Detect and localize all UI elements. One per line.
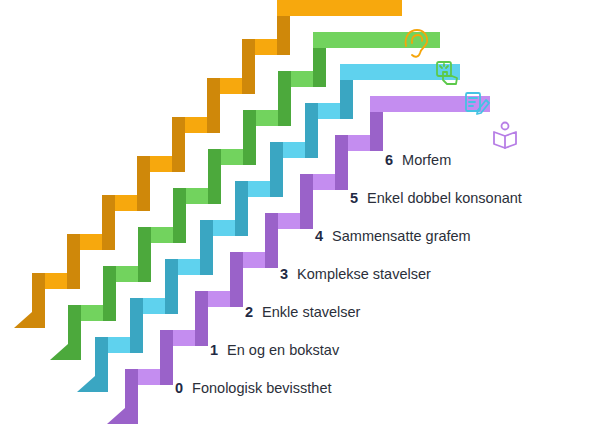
stair-riser bbox=[265, 213, 278, 268]
stair-riser bbox=[160, 330, 173, 385]
stair-riser bbox=[235, 181, 248, 236]
stair-landing bbox=[340, 64, 460, 80]
stair-landing bbox=[277, 0, 402, 16]
stair-riser bbox=[32, 273, 45, 328]
stair-riser bbox=[270, 142, 283, 197]
step-label: Enkle stavelser bbox=[262, 303, 360, 321]
step-label: En og en bokstav bbox=[227, 341, 339, 359]
stair-riser bbox=[125, 369, 138, 424]
stair-riser bbox=[137, 156, 150, 211]
reading-icon bbox=[494, 123, 516, 149]
stair-riser bbox=[68, 305, 81, 360]
stair-riser bbox=[278, 71, 291, 126]
stair-riser bbox=[208, 149, 221, 204]
step-number: 2 bbox=[245, 303, 253, 321]
stair-landing bbox=[370, 96, 490, 112]
stair-riser bbox=[200, 220, 213, 275]
step-label: Morfem bbox=[402, 151, 451, 169]
stair-landing bbox=[313, 32, 440, 48]
touch-icon bbox=[437, 62, 457, 84]
stair-riser bbox=[165, 259, 178, 314]
step-label: Komplekse stavelser bbox=[297, 265, 431, 283]
step-number: 6 bbox=[385, 151, 393, 169]
stair-riser bbox=[138, 227, 151, 282]
stair-riser bbox=[95, 337, 108, 392]
step-number: 1 bbox=[210, 341, 218, 359]
step-label: Sammensatte grafem bbox=[332, 227, 471, 245]
ear-icon bbox=[406, 30, 428, 57]
stair-riser bbox=[130, 298, 143, 353]
stair-riser bbox=[103, 266, 116, 321]
stair-riser bbox=[172, 117, 185, 172]
step-number: 3 bbox=[280, 265, 288, 283]
stair-riser bbox=[305, 103, 318, 158]
step-number: 4 bbox=[315, 227, 323, 245]
step-number: 0 bbox=[175, 379, 183, 397]
stair-riser bbox=[67, 234, 80, 289]
step-number: 5 bbox=[350, 189, 358, 207]
stair-riser bbox=[207, 78, 220, 133]
stair-riser bbox=[335, 135, 348, 190]
stair-riser bbox=[242, 39, 255, 94]
stair-riser bbox=[173, 188, 186, 243]
stair-riser bbox=[243, 110, 256, 165]
step-label: Enkel dobbel konsonant bbox=[367, 189, 522, 207]
stair-riser bbox=[230, 252, 243, 307]
writing-icon bbox=[466, 93, 489, 114]
stair-riser bbox=[195, 291, 208, 346]
stair-riser bbox=[102, 195, 115, 250]
stair-riser bbox=[300, 174, 313, 229]
step-label: Fonologisk bevissthet bbox=[192, 379, 331, 397]
